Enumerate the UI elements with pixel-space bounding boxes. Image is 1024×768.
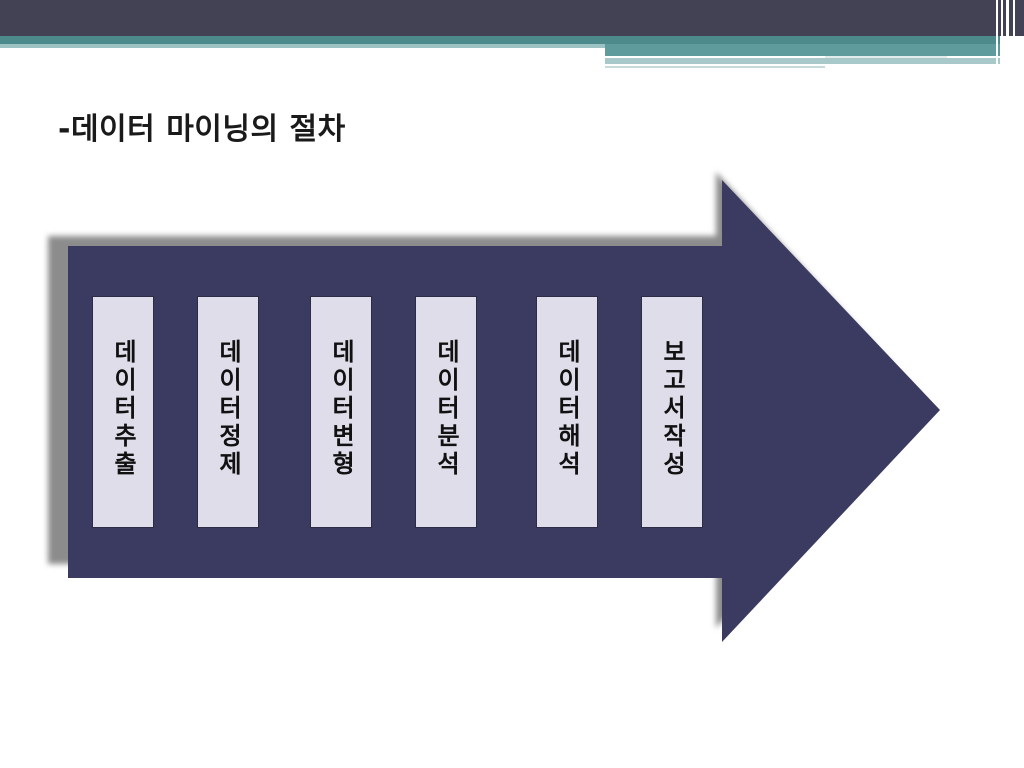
step-report-writing: 보고서작성: [641, 296, 703, 528]
header-thin-line: [605, 66, 825, 68]
step-label: 데이터추출: [109, 339, 137, 479]
step-label: 데이터해석: [553, 339, 581, 479]
header-thin-line-2: [825, 56, 947, 58]
step-label: 데이터분석: [432, 339, 460, 479]
arrow-body: [68, 180, 940, 642]
header-teal-light-band: [0, 44, 605, 48]
step-data-extraction: 데이터추출: [92, 296, 154, 528]
header-dark-band: [0, 0, 1024, 36]
step-label: 데이터변형: [327, 339, 355, 479]
step-data-interpretation: 데이터해석: [536, 296, 598, 528]
header-teal-band: [0, 36, 1000, 44]
header-teal-right-band: [605, 44, 1000, 56]
step-data-transformation: 데이터변형: [310, 296, 372, 528]
header-teal-right-band-2: [605, 58, 1000, 64]
step-label: 데이터정제: [214, 339, 242, 479]
header-stripes: [990, 0, 1024, 68]
step-data-cleansing: 데이터정제: [197, 296, 259, 528]
step-data-analysis: 데이터분석: [415, 296, 477, 528]
step-label: 보고서작성: [658, 339, 686, 479]
slide-title: -데이터 마이닝의 절차: [58, 112, 346, 147]
